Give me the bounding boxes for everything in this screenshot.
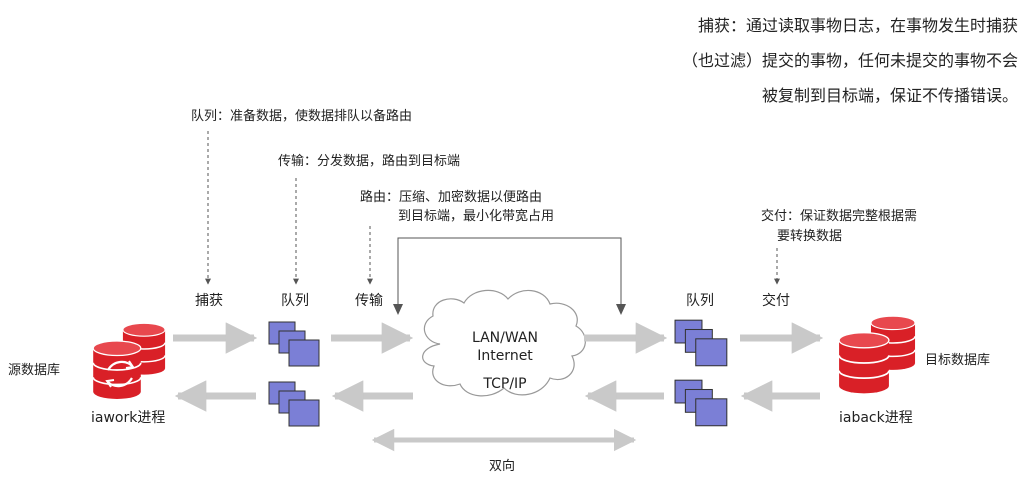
route-bracket bbox=[397, 237, 622, 312]
annotation-pointers bbox=[205, 131, 780, 285]
bidirectional-label: 双向 bbox=[489, 459, 516, 474]
route-annotation-line1: 路由：压缩、加密数据以便路由 bbox=[360, 190, 543, 205]
stage-queue-right: 队列 bbox=[686, 293, 714, 309]
deliver-annotation-line1: 交付：保证数据完整根据需 bbox=[761, 209, 918, 224]
queue-stack-icon-right-bottom bbox=[674, 379, 728, 427]
stage-capture: 捕获 bbox=[195, 293, 223, 309]
route-annotation-line2: 到目标端，最小化带宽占用 bbox=[398, 209, 555, 224]
network-label-tcpip: TCP/IP bbox=[483, 376, 527, 392]
queue-stack-icon-left-top bbox=[268, 321, 320, 367]
deliver-annotation-line2: 要转换数据 bbox=[777, 229, 843, 244]
stage-deliver: 交付 bbox=[762, 293, 790, 309]
source-database-label: 源数据库 bbox=[8, 363, 61, 378]
source-database-icon bbox=[92, 322, 166, 400]
target-process-label: iaback进程 bbox=[839, 410, 913, 426]
network-cloud-icon bbox=[422, 289, 586, 397]
stage-queue-left: 队列 bbox=[281, 293, 309, 309]
network-label-lanwan: LAN/WAN bbox=[471, 330, 538, 346]
capture-description-line3: 被复制到目标端，保证不传播错误。 bbox=[761, 86, 1018, 105]
queue-annotation: 队列：准备数据，使数据排队以备路由 bbox=[191, 109, 413, 124]
target-database-icon bbox=[838, 315, 916, 395]
capture-description-line2: （也过滤）提交的事物，任何未提交的事物不会 bbox=[681, 51, 1018, 70]
target-database-label: 目标数据库 bbox=[925, 353, 991, 368]
source-process-label: iawork进程 bbox=[91, 410, 166, 426]
flow-arrows bbox=[173, 322, 824, 452]
queue-stack-icon-right-top bbox=[674, 319, 728, 367]
capture-description-line1: 捕获：通过读取事物日志，在事物发生时捕获 bbox=[697, 16, 1018, 35]
queue-stack-icon-left-bottom bbox=[268, 381, 320, 427]
transport-annotation: 传输：分发数据，路由到目标端 bbox=[278, 154, 461, 169]
network-label-internet: Internet bbox=[477, 348, 533, 364]
stage-transport: 传输 bbox=[355, 293, 383, 309]
